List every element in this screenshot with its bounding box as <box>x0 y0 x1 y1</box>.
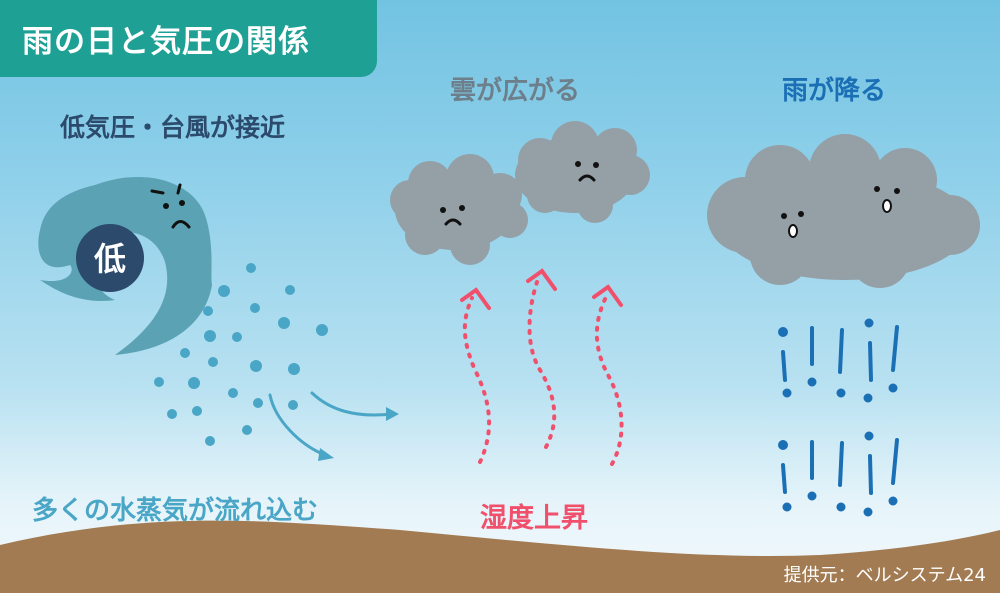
rain-cloud <box>707 134 980 288</box>
ground <box>0 520 1000 593</box>
stage-label-approach: 低気圧・台風が接近 <box>60 113 286 142</box>
credit-text: 提供元：ベルシステム24 <box>783 565 986 586</box>
caption-humidity: 湿度上昇 <box>480 503 588 534</box>
vapor-flow-arrows <box>268 391 394 457</box>
rain-drops <box>778 318 899 517</box>
typhoon-icon: 低 <box>38 176 212 355</box>
small-cloud-left <box>390 154 528 265</box>
caption-water-vapor: 多くの水蒸気が流れ込む <box>32 496 319 526</box>
arrow-heads <box>460 268 623 310</box>
diagram-title: 雨の日と気圧の関係 <box>22 24 310 60</box>
stage-label-clouds: 雲が広がる <box>450 76 581 106</box>
title-banner: 雨の日と気圧の関係 <box>0 0 377 77</box>
low-pressure-badge: 低 <box>94 240 126 278</box>
small-cloud-right <box>515 121 650 223</box>
water-vapor-dots <box>154 263 328 446</box>
stage-label-rain: 雨が降る <box>782 76 887 106</box>
humidity-rising-arrows <box>462 280 624 466</box>
